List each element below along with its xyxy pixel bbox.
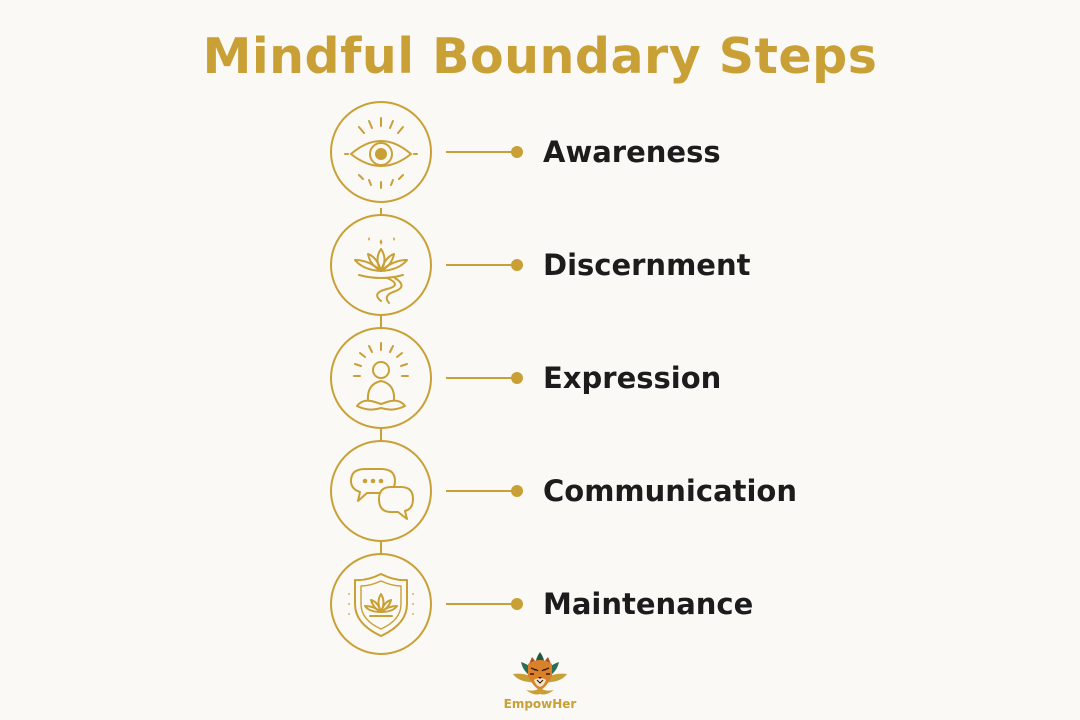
step-label: Discernment xyxy=(543,248,751,282)
step-label: Expression xyxy=(543,361,722,395)
step-awareness: Awareness xyxy=(330,101,810,203)
step-connector-dot xyxy=(511,372,523,384)
brand-logo: EmpowHer xyxy=(490,650,590,716)
meditating-person-icon xyxy=(353,342,409,411)
speech-bubbles-icon xyxy=(350,468,414,520)
step-icon-circle xyxy=(330,327,432,429)
brand-name: EmpowHer xyxy=(503,697,577,711)
step-icon-circle xyxy=(330,214,432,316)
step-connector-line xyxy=(446,490,516,492)
step-connector-dot xyxy=(511,598,523,610)
step-connector-line xyxy=(446,377,516,379)
step-communication: Communication xyxy=(330,440,810,542)
step-label: Maintenance xyxy=(543,587,754,621)
step-connector-line xyxy=(446,151,516,153)
step-connector-dot xyxy=(511,485,523,497)
step-connector-dot xyxy=(511,146,523,158)
step-connector-line xyxy=(446,603,516,605)
step-label: Awareness xyxy=(543,135,721,169)
eye-icon xyxy=(344,117,418,189)
page-title: Mindful Boundary Steps xyxy=(202,28,878,85)
step-expression: Expression xyxy=(330,327,810,429)
step-maintenance: Maintenance xyxy=(330,553,810,655)
step-label: Communication xyxy=(543,474,798,508)
step-connector-dot xyxy=(511,259,523,271)
step-icon-circle xyxy=(330,101,432,203)
step-icon-circle xyxy=(330,440,432,542)
tiger-lotus-logo-icon xyxy=(513,652,567,695)
shield-lotus-icon xyxy=(348,573,414,637)
lotus-path-icon xyxy=(354,237,408,304)
step-discernment: Discernment xyxy=(330,214,810,316)
step-connector-line xyxy=(446,264,516,266)
step-icon-circle xyxy=(330,553,432,655)
